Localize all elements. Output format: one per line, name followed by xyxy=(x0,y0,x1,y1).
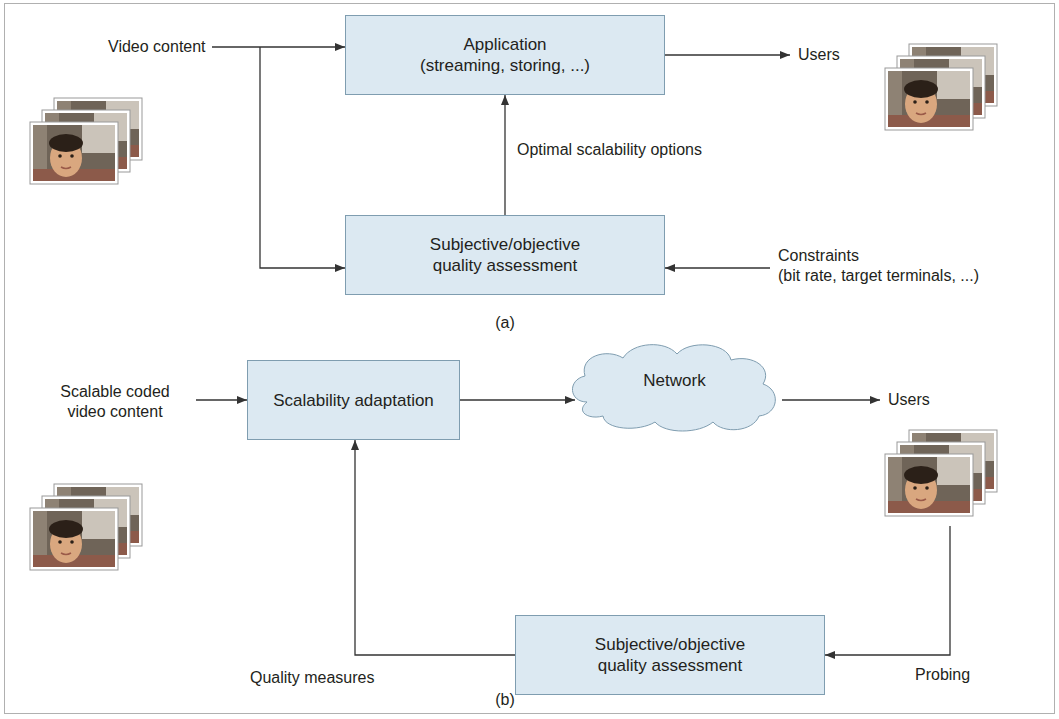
text-line: Constraints xyxy=(778,246,979,266)
annotation-label: Constraints (bit rate, target terminals,… xyxy=(778,246,979,286)
text-line: Application xyxy=(420,34,590,55)
box-text: Network xyxy=(643,370,705,391)
probing-arrow xyxy=(825,526,950,655)
constraints-arrow xyxy=(665,267,770,268)
annotation-label: (a) xyxy=(495,313,515,333)
connector-arrow xyxy=(504,95,505,215)
annotation-label: Video content xyxy=(108,37,206,57)
output-arrow xyxy=(782,399,880,400)
box-text: Subjective/objective quality assessment xyxy=(430,234,580,276)
video-frames xyxy=(30,98,142,184)
box-text: Subjective/objective quality assessment xyxy=(595,634,745,676)
cloud-shape xyxy=(572,345,775,431)
input-arrow xyxy=(196,399,247,400)
annotation-label: Scalable coded video content xyxy=(40,382,190,422)
network-cloud: Network xyxy=(567,340,782,432)
connector-label: Optimal scalability options xyxy=(515,140,704,160)
text-line: (bit rate, target terminals, ...) xyxy=(778,266,979,286)
annotation-label: Users xyxy=(888,390,930,410)
connector-arrow xyxy=(355,440,515,655)
process-box: Subjective/objective quality assessment xyxy=(515,615,825,695)
video-frames xyxy=(885,430,997,516)
annotation-label: Probing xyxy=(915,665,970,685)
box-text: Application (streaming, storing, ...) xyxy=(420,34,590,76)
input-arrow xyxy=(212,46,345,47)
figure-border xyxy=(5,4,1055,714)
text-line: Subjective/objective xyxy=(595,634,745,655)
text-line: Scalable coded xyxy=(40,382,190,402)
process-box: Application (streaming, storing, ...) xyxy=(345,15,665,95)
text-line: Subjective/objective xyxy=(430,234,580,255)
process-box: Subjective/objective quality assessment xyxy=(345,215,665,295)
text-line: quality assessment xyxy=(430,255,580,276)
annotation-label: (b) xyxy=(495,690,515,710)
text-line: video content xyxy=(40,402,190,422)
branch-arrow xyxy=(260,47,345,268)
video-frames xyxy=(30,484,142,570)
connector-arrow xyxy=(460,399,575,400)
output-arrow xyxy=(665,54,790,55)
box-text: Scalability adaptation xyxy=(273,390,434,411)
video-frames xyxy=(885,44,997,130)
connector-label: Quality measures xyxy=(248,668,377,688)
process-box: Scalability adaptation xyxy=(247,360,460,440)
text-line: quality assessment xyxy=(595,655,745,676)
text-line: (streaming, storing, ...) xyxy=(420,55,590,76)
annotation-label: Users xyxy=(798,45,840,65)
